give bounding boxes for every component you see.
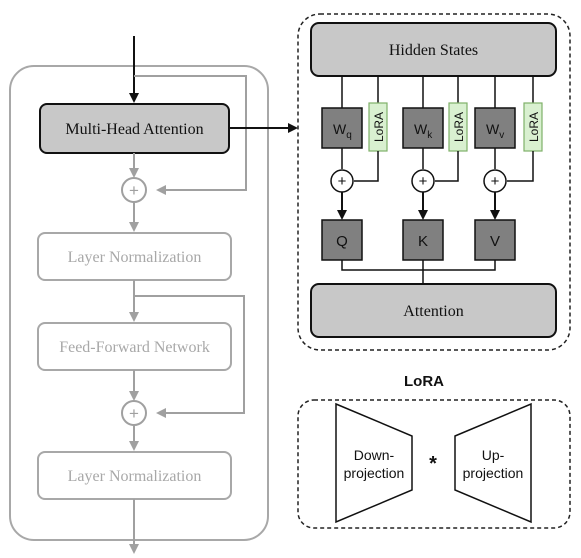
hidden-states-block: Hidden States — [310, 22, 557, 77]
hidden-states-label: Hidden States — [389, 42, 478, 59]
qkv-merge-lines — [341, 260, 496, 284]
up-projection-label-line2: projection — [463, 465, 524, 481]
residual-connection-2 — [134, 295, 245, 418]
add-node-2-symbol: + — [129, 404, 139, 423]
query-branch: Wq LoRA + Q — [321, 76, 388, 261]
lora-q-label: LoRA — [372, 112, 386, 142]
add-node-v-symbol: + — [491, 173, 500, 190]
attention-block: Attention — [310, 283, 557, 338]
lora-module-frame — [297, 399, 571, 529]
weight-v-box — [474, 107, 516, 149]
key-output-label: K — [418, 233, 428, 250]
value-branch: Wv LoRA + V — [474, 76, 543, 261]
weight-k-box — [402, 107, 444, 149]
weight-q-box — [321, 107, 363, 149]
weight-v-label: Wv — [486, 121, 504, 141]
multi-head-attention-label: Multi-Head Attention — [65, 121, 203, 138]
up-projection-label-line1: Up- — [482, 447, 505, 463]
lora-v-label: LoRA — [527, 112, 541, 142]
lora-module-title: LoRA — [404, 373, 444, 390]
multiply-operator: * — [429, 453, 437, 475]
lora-k-label: LoRA — [452, 112, 466, 142]
feed-forward-network-label: Feed-Forward Network — [59, 339, 210, 356]
add-node-1-symbol: + — [129, 181, 139, 200]
query-output-box — [321, 219, 363, 261]
attention-detail-panel: Hidden States Wq LoRA + Q Wk LoRA — [297, 13, 571, 351]
transformer-block: Multi-Head Attention + Layer Normalizati… — [9, 36, 298, 554]
down-projection-block: Down- projection — [335, 402, 413, 524]
down-projection-label-line1: Down- — [354, 447, 395, 463]
attention-detail-frame — [297, 13, 571, 351]
up-projection-block: Up- projection — [454, 402, 532, 524]
weight-q-label: Wq — [333, 121, 352, 141]
layer-normalization-label-1: Layer Normalization — [68, 249, 202, 266]
query-output-label: Q — [336, 233, 348, 250]
add-node-k-symbol: + — [419, 173, 428, 190]
down-projection-label-line2: projection — [344, 465, 405, 481]
feed-forward-network-block: Feed-Forward Network — [37, 322, 232, 371]
layer-normalization-block-2: Layer Normalization — [37, 451, 232, 500]
transformer-block-frame — [9, 65, 269, 541]
key-branch: Wk LoRA + K — [402, 76, 468, 261]
multi-head-attention-block: Multi-Head Attention — [39, 103, 230, 154]
layer-normalization-label-2: Layer Normalization — [68, 468, 202, 485]
layer-normalization-block-1: Layer Normalization — [37, 232, 232, 281]
add-node-q-symbol: + — [338, 173, 347, 190]
key-output-box — [402, 219, 444, 261]
add-node-2: + — [121, 400, 147, 426]
add-node-1: + — [121, 177, 147, 203]
attention-label: Attention — [403, 303, 463, 320]
residual-connection-1 — [134, 75, 247, 195]
weight-k-label: Wk — [414, 121, 433, 141]
lora-module-panel: LoRA Down- projection * Up- projection — [297, 373, 571, 529]
value-output-label: V — [490, 233, 500, 250]
